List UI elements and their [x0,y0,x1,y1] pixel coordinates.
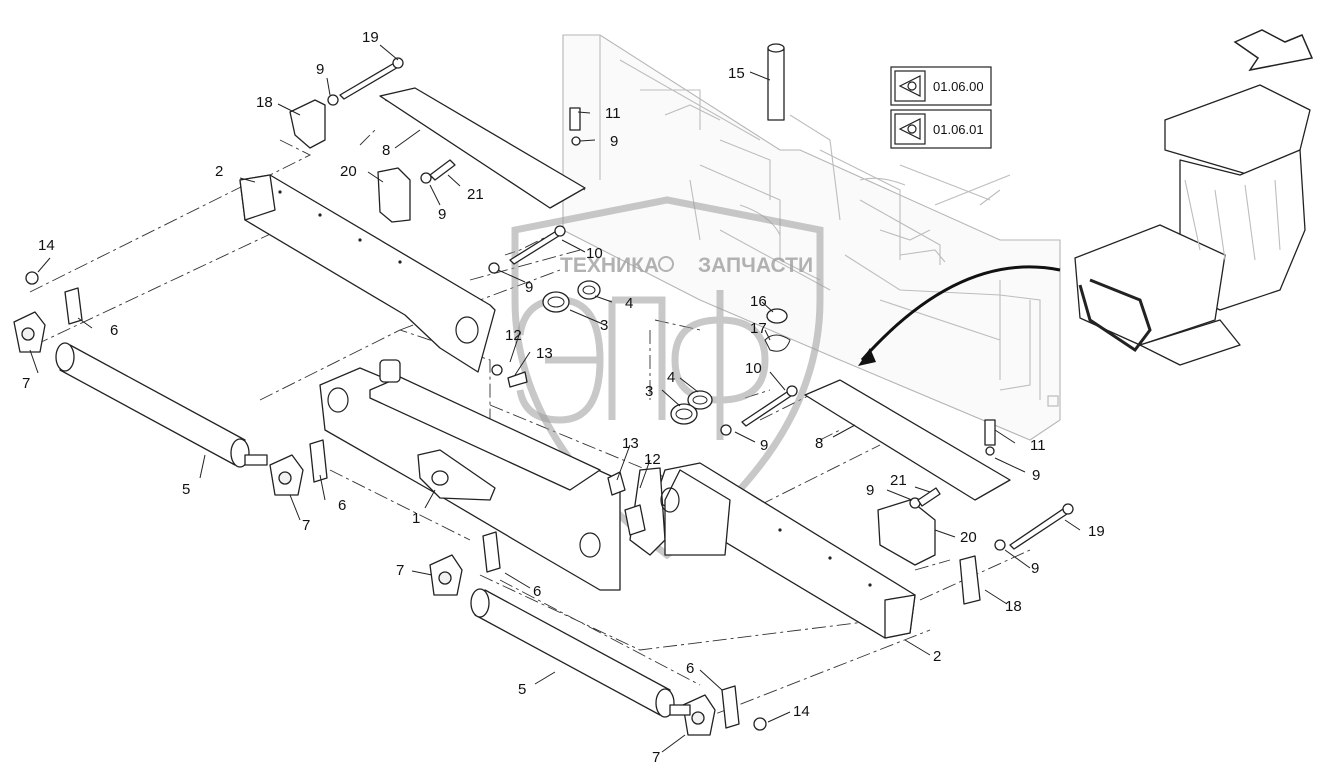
callout-6: 6 [533,583,541,600]
callout-1: 1 [412,510,420,527]
callout-9: 9 [610,133,618,150]
callout-9: 9 [438,206,446,223]
plates [379,87,1011,501]
reference-code: 01.06.01 [933,122,984,137]
callout-3: 3 [600,317,608,334]
callout-9: 9 [760,437,768,454]
callout-11: 11 [605,105,621,122]
eye-view-icon [898,118,921,140]
callout-4: 4 [625,295,633,312]
leader-lines [29,44,1081,753]
callout-17: 17 [750,320,767,337]
watermark-right-word: ЗАПЧАСТИ [698,254,813,277]
callout-18: 18 [1005,598,1022,615]
callout-14: 14 [793,703,810,720]
callout-9: 9 [525,279,533,296]
lower-beam [629,462,916,639]
reference-box-1[interactable]: 01.06.00 [890,66,992,106]
callout-7: 7 [396,562,404,579]
callout-14: 14 [38,237,55,254]
machine-overview [858,29,1314,366]
callout-20: 20 [960,529,977,546]
callouts: 19 9 18 8 11 9 15 2 20 21 9 14 10 9 4 6 … [22,29,1105,766]
callout-15: 15 [728,65,745,82]
callout-8: 8 [382,142,390,159]
callout-21: 21 [890,472,907,489]
callout-7: 7 [22,375,30,392]
callout-9: 9 [316,61,324,78]
callout-11: 11 [1030,437,1046,454]
watermark-left-word: ТЕХНИКА [560,254,659,277]
upper-beam [239,174,496,373]
reference-code: 01.06.00 [933,79,984,94]
brackets [64,99,981,729]
reference-box-2[interactable]: 01.06.01 [890,109,992,149]
callout-18: 18 [256,94,273,111]
callout-5: 5 [182,481,190,498]
callout-19: 19 [362,29,379,46]
callout-12: 12 [505,327,522,344]
callout-12: 12 [644,451,661,468]
eye-view-icon [898,75,921,97]
callout-6: 6 [338,497,346,514]
cylinders [55,342,691,718]
callout-9: 9 [866,482,874,499]
callout-6: 6 [110,322,118,339]
callout-3: 3 [645,383,653,400]
main-frame [319,359,621,591]
callout-20: 20 [340,163,357,180]
callout-21: 21 [467,186,484,203]
callout-10: 10 [745,360,762,377]
callout-4: 4 [667,369,675,386]
callout-13: 13 [536,345,553,362]
callout-10: 10 [586,245,603,262]
callout-8: 8 [815,435,823,452]
callout-7: 7 [652,749,660,766]
callout-2: 2 [933,648,941,665]
callout-13: 13 [622,435,639,452]
callout-16: 16 [750,293,767,310]
callout-9: 9 [1032,467,1040,484]
callout-9: 9 [1031,560,1039,577]
fasteners [25,43,1074,731]
background-frame [562,34,1061,441]
callout-19: 19 [1088,523,1105,540]
callout-2: 2 [215,163,223,180]
callout-5: 5 [518,681,526,698]
bearing-blocks [13,311,716,736]
callout-7: 7 [302,517,310,534]
callout-6: 6 [686,660,694,677]
